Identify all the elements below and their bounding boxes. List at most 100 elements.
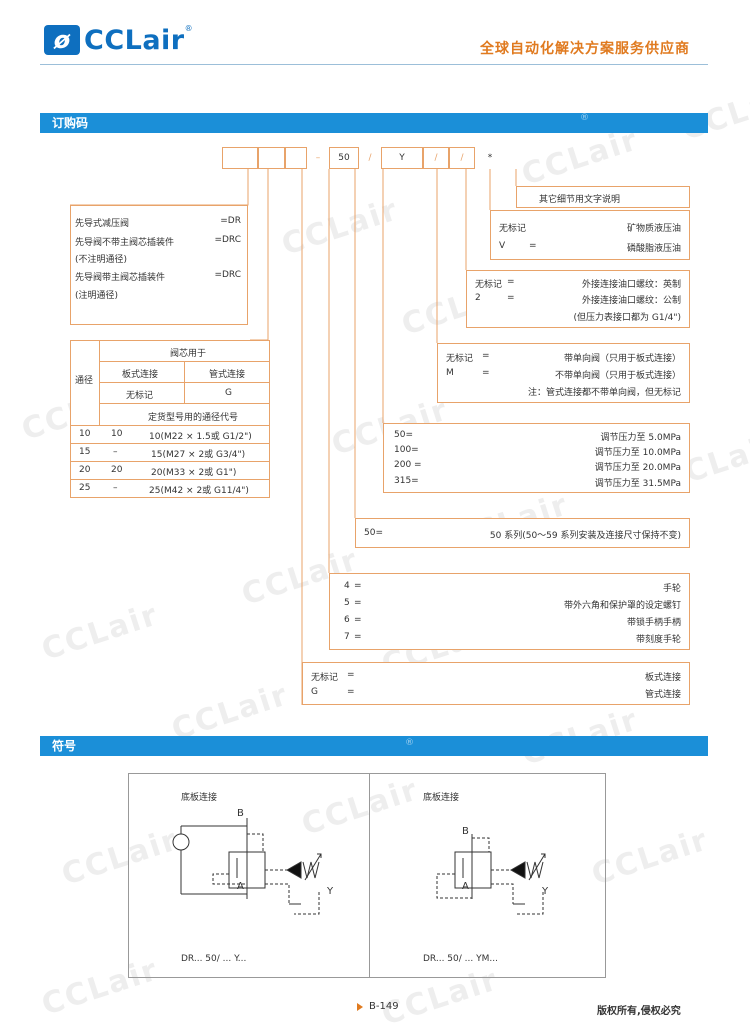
- option-code: 315=: [394, 476, 419, 486]
- option-eq: =: [347, 670, 355, 680]
- row-size: 15: [79, 447, 91, 457]
- row-plate: –: [113, 447, 118, 457]
- option-desc: 不带单向阀（只用于板式连接）: [554, 371, 681, 381]
- option-eq: =: [507, 293, 515, 303]
- table-row: 25 – 25(M42 × 2或 G11/4"): [70, 479, 270, 498]
- option-desc: 管式连接: [644, 690, 681, 700]
- row-size: 10: [79, 429, 91, 439]
- registered-mark: ®: [580, 113, 589, 123]
- order-code: – 50 / Y / / *: [222, 147, 522, 169]
- code-cell: *: [487, 153, 493, 163]
- option-desc: 带单向阀（只用于板式连接）: [563, 354, 681, 364]
- plate-header: 板式连接: [122, 370, 159, 380]
- note-cell: 定货型号用的通径代号: [99, 403, 270, 426]
- section-bar-symbol: 符号: [40, 736, 708, 756]
- registered-mark: ®: [184, 23, 193, 33]
- option-eq: =: [354, 581, 362, 591]
- valve-header-cell: 阀芯用于: [99, 340, 270, 362]
- row-pipe: 10(M22 × 1.5或 G1/2"): [149, 432, 252, 442]
- port-b-label: B: [237, 808, 244, 819]
- logo-text: CCLair: [84, 24, 185, 56]
- option-desc: 外接连接油口螺纹：英制: [581, 280, 681, 290]
- code-cell: /: [368, 153, 372, 163]
- option-code: =DRC: [214, 235, 241, 245]
- row-plate: 10: [111, 429, 123, 439]
- section-title: 符号: [52, 739, 77, 753]
- option-code: =DR: [220, 216, 241, 226]
- symbol-divider: [369, 774, 370, 977]
- fluid-options: 无标记 矿物质液压油 V = 磷酸脂液压油: [490, 210, 690, 260]
- code-cell: [285, 147, 307, 169]
- option-eq: =: [347, 687, 355, 697]
- option-code: M: [446, 368, 454, 378]
- option-desc: 外接连接油口螺纹：公制: [581, 296, 681, 306]
- code-cell: 50: [329, 147, 359, 169]
- code-cell: [222, 147, 258, 169]
- row-size: 20: [79, 465, 91, 475]
- option-note: (注明通径): [75, 291, 119, 301]
- plate-header-cell: 板式连接: [99, 361, 185, 383]
- option-desc: 先导阀带主阀芯插装件: [75, 273, 166, 283]
- page-arrow-icon: [357, 1003, 363, 1011]
- pipe-mark: G: [225, 388, 232, 398]
- option-eq: =: [482, 351, 490, 361]
- option-code: 7: [344, 632, 350, 642]
- pipe-header-cell: 管式连接: [184, 361, 270, 383]
- port-a-label: A: [237, 881, 244, 892]
- option-desc: 矿物质液压油: [626, 224, 681, 234]
- row-pipe: 25(M42 × 2或 G11/4"): [149, 486, 249, 496]
- symbol-frame: 底板连接 B A Y DR... 50/ ... Y...: [128, 773, 606, 978]
- row-pipe: 20(M33 × 2或 G1"): [151, 468, 237, 478]
- valve-symbol-diagram: [436, 834, 546, 915]
- option-code: G: [311, 687, 318, 697]
- connection-options: 无标记 = 板式连接 G = 管式连接: [302, 662, 690, 705]
- registered-mark: ®: [405, 738, 414, 748]
- option-desc: 先导阀不带主阀芯插装件: [75, 238, 175, 248]
- option-desc: 调节压力至 31.5MPa: [594, 479, 681, 489]
- option-eq: =: [354, 598, 362, 608]
- row-plate: 20: [111, 465, 123, 475]
- code-cell: Y: [381, 147, 423, 169]
- code-cell: /: [423, 147, 449, 169]
- pipe-mark-cell: G: [184, 382, 270, 404]
- option-code: 2: [475, 293, 481, 303]
- valve-symbol-diagram: [172, 818, 322, 915]
- option-eq: =: [507, 277, 515, 287]
- option-desc: 50 系列(50～59 系列安装及连接尺寸保持不变): [489, 531, 681, 541]
- option-desc: 带外六角和保护罩的设定螺钉: [563, 601, 681, 611]
- option-code: 无标记: [311, 673, 339, 683]
- option-code: =DRC: [214, 270, 241, 280]
- option-code: 无标记: [446, 354, 474, 364]
- plate-mark-cell: 无标记: [99, 382, 185, 404]
- section-bar-ordering: 订购码: [40, 113, 708, 133]
- copyright: 版权所有,侵权必究: [597, 1006, 681, 1017]
- header-divider: [40, 64, 708, 65]
- option-desc: 磷酸脂液压油: [626, 244, 681, 254]
- brand-logo: ø CCLair ®: [44, 22, 194, 58]
- port-a-label: A: [462, 881, 469, 892]
- option-code: V: [499, 241, 506, 251]
- table-row: 10 10 10(M22 × 1.5或 G1/2"): [70, 425, 270, 444]
- row-plate: –: [113, 483, 118, 493]
- option-code: 50=: [394, 430, 413, 440]
- option-desc: 带刻度手轮: [635, 635, 681, 645]
- tagline: 全球自动化解决方案服务供应商: [480, 41, 690, 57]
- option-eq: =: [529, 241, 537, 251]
- row-pipe: 15(M27 × 2或 G3/4"): [151, 450, 246, 460]
- option-code: 5: [344, 598, 350, 608]
- option-code: 6: [344, 615, 350, 625]
- size-header: 通径: [75, 376, 94, 386]
- model-code: DR... 50/ ... YM...: [423, 954, 498, 964]
- code-cell: [258, 147, 285, 169]
- adjustment-options: 4 = 手轮 5 = 带外六角和保护罩的设定螺钉 6 = 带锁手柄手柄 7 = …: [329, 573, 690, 650]
- option-desc: 手轮: [662, 584, 681, 594]
- series-option: 50= 50 系列(50～59 系列安装及连接尺寸保持不变): [355, 518, 690, 548]
- code-cell: –: [315, 153, 321, 163]
- plate-mark: 无标记: [126, 391, 154, 401]
- option-code: 50=: [364, 528, 383, 538]
- page-number: B-149: [369, 1001, 399, 1012]
- valve-header: 阀芯用于: [170, 349, 207, 359]
- option-desc: 带锁手柄手柄: [626, 618, 681, 628]
- option-code: 无标记: [475, 280, 503, 290]
- row-size: 25: [79, 483, 91, 493]
